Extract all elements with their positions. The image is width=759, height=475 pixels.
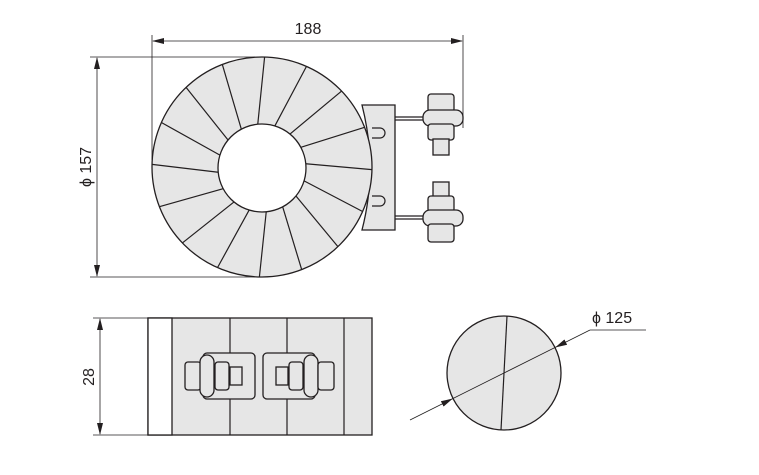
- toroid-center-hole: [217, 123, 307, 213]
- terminal-bolt-upper: [422, 93, 464, 156]
- toroid-segments: [151, 56, 373, 278]
- toroid-segment-line: [216, 209, 250, 268]
- slot-lower: [372, 195, 386, 207]
- toroid-segment-line: [305, 163, 373, 171]
- terminal-bolt-lower: [422, 181, 464, 243]
- side-terminal-right: [262, 352, 335, 400]
- toroid-segment-line: [282, 206, 303, 270]
- dimension-outer-diameter: ϕ 157: [78, 56, 255, 278]
- toroid-segment-line: [257, 56, 266, 125]
- toroid-segment-line: [295, 195, 339, 247]
- toroid-segment-line: [151, 163, 219, 173]
- side-view: [147, 317, 373, 436]
- top-view: [151, 56, 464, 278]
- dimension-mount-diameter-label: ϕ 125: [592, 310, 632, 327]
- mount-disc-view: ϕ 125: [409, 310, 646, 431]
- dimension-height-label: 28: [81, 368, 98, 386]
- slot-upper: [372, 127, 386, 139]
- toroid-segment-line: [300, 126, 365, 148]
- toroid-segment-line: [221, 64, 242, 130]
- side-terminal-left: [184, 352, 256, 400]
- toroid-segment-line: [185, 87, 229, 141]
- toroid-segment-line: [303, 180, 363, 213]
- toroid-segment-line: [182, 201, 235, 244]
- toroid-segment-line: [258, 211, 267, 278]
- dimension-width: 188: [151, 21, 464, 160]
- dimension-height: 28: [81, 317, 148, 436]
- toroid-segment-line: [274, 66, 308, 127]
- toroid-segment-line: [159, 188, 224, 208]
- dimension-width-label: 188: [295, 21, 322, 38]
- toroid-segment-line: [289, 90, 342, 135]
- dimension-outer-diameter-label: ϕ 157: [78, 147, 95, 187]
- toroid-segment-line: [161, 121, 221, 156]
